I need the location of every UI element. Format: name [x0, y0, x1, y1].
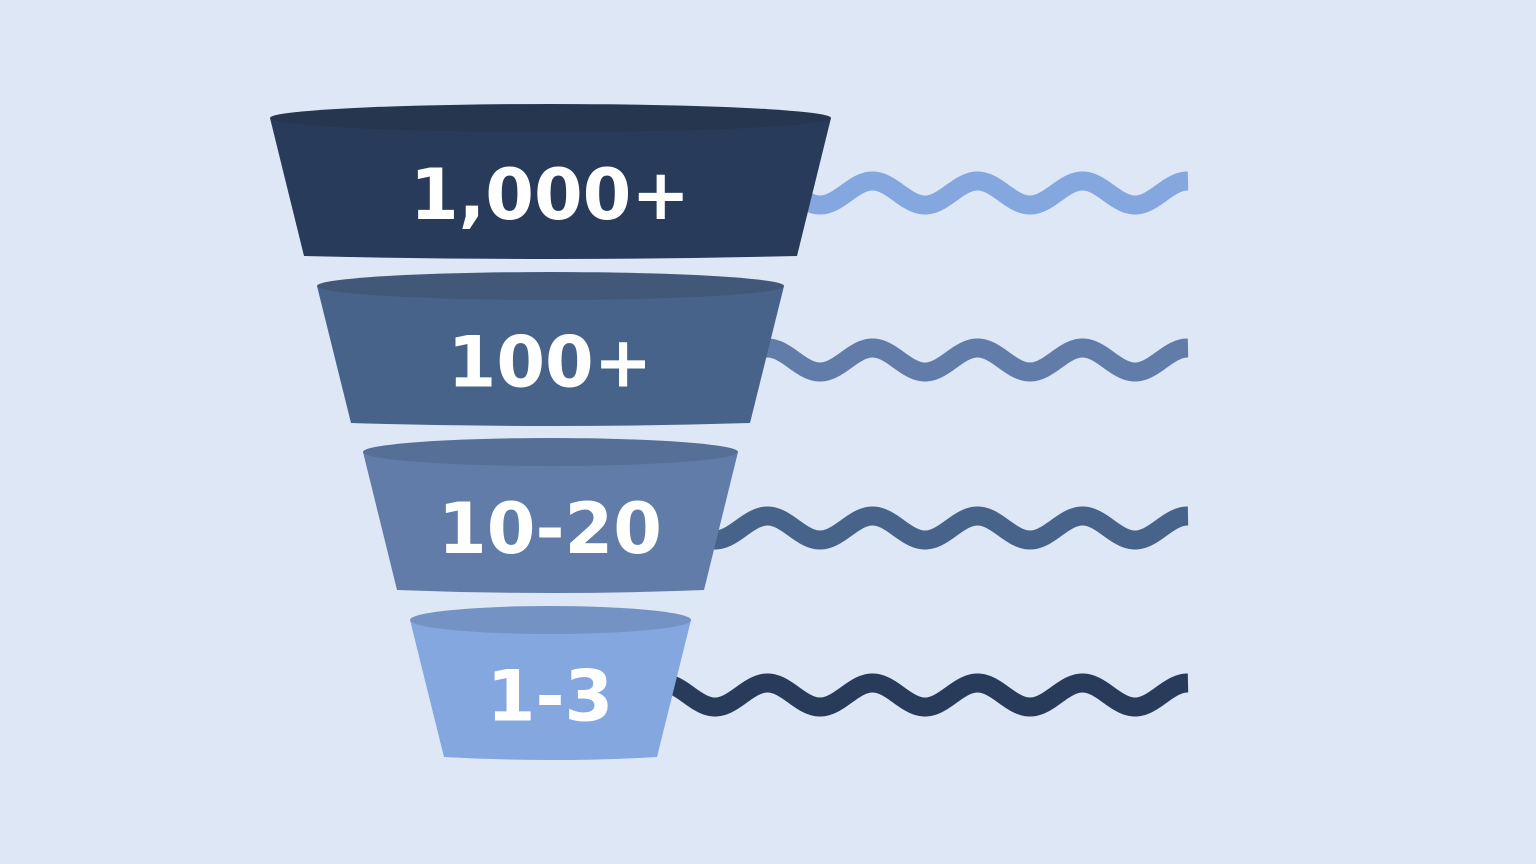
funnel-stage-body — [363, 452, 738, 593]
funnel-stage-2: 100+ — [317, 272, 784, 426]
funnel-stages: 1,000+ 100+ 10-20 1-3 — [270, 104, 831, 760]
wave-lines — [656, 171, 1196, 717]
funnel-stage-1: 1,000+ — [270, 104, 831, 259]
wave-icon-2 — [754, 338, 1196, 382]
funnel-stage-rim — [270, 104, 831, 132]
funnel-stage-3: 10-20 — [363, 438, 738, 593]
wave-icon-1 — [800, 171, 1196, 215]
funnel-stage-label: 100+ — [448, 322, 653, 404]
funnel-stage-rim — [363, 438, 738, 466]
funnel-stage-4: 1-3 — [410, 606, 691, 760]
funnel-stage-body — [410, 620, 691, 760]
funnel-stage-label: 1-3 — [487, 656, 613, 738]
wave-icon-3 — [704, 506, 1196, 550]
funnel-stage-rim — [410, 606, 691, 634]
funnel-stage-body — [317, 286, 784, 426]
funnel-stage-body — [270, 118, 831, 259]
funnel-stage-rim — [317, 272, 784, 300]
funnel-stage-label: 1,000+ — [410, 154, 690, 236]
funnel-stage-label: 10-20 — [438, 488, 662, 570]
wave-icon-4 — [656, 673, 1196, 717]
